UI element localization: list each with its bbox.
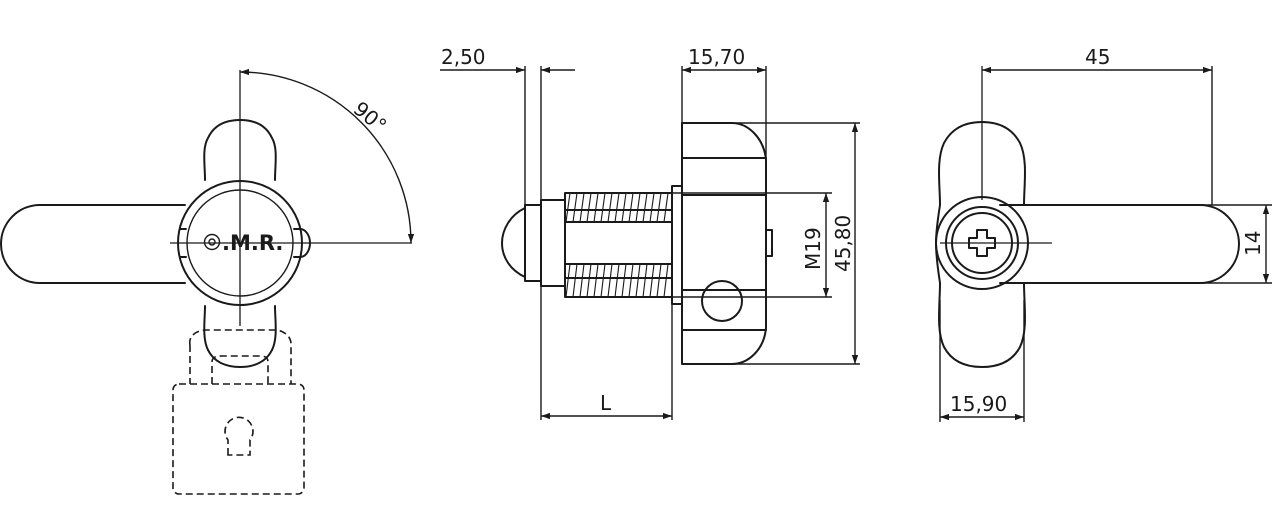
padlock-icon bbox=[172, 329, 305, 495]
dim-head-depth: 15,70 bbox=[688, 45, 745, 69]
flange bbox=[524, 204, 542, 282]
nut-ring bbox=[540, 199, 566, 287]
dim-body-length: L bbox=[600, 391, 612, 415]
rotation-arc bbox=[239, 68, 415, 244]
threaded-body bbox=[564, 192, 673, 298]
padlock-hole bbox=[701, 280, 743, 322]
dim-head-height: 45,80 bbox=[831, 215, 855, 272]
dim-wing-width: 15,90 bbox=[950, 392, 1007, 416]
angle-label: 90° bbox=[349, 96, 392, 137]
thread-lines bbox=[565, 192, 669, 298]
lever-bar bbox=[0, 204, 186, 284]
rear-lever bbox=[999, 204, 1240, 284]
dim-lever-width: 14 bbox=[1241, 231, 1265, 256]
dim-lever-length: 45 bbox=[1085, 45, 1110, 69]
side-view: 2,50 15,70 M19 45,80 L bbox=[440, 45, 860, 420]
mount-plate bbox=[671, 185, 683, 305]
dim-thread-size: M19 bbox=[801, 227, 825, 270]
cross-screw-icon bbox=[968, 229, 996, 257]
head-block bbox=[681, 122, 767, 365]
front-view-with-padlock: .M.R. 90° bbox=[0, 68, 415, 495]
dim-flange-thickness: 2,50 bbox=[441, 45, 486, 69]
cam-tip bbox=[501, 207, 526, 278]
rear-view: 45 14 15,90 bbox=[935, 45, 1272, 422]
